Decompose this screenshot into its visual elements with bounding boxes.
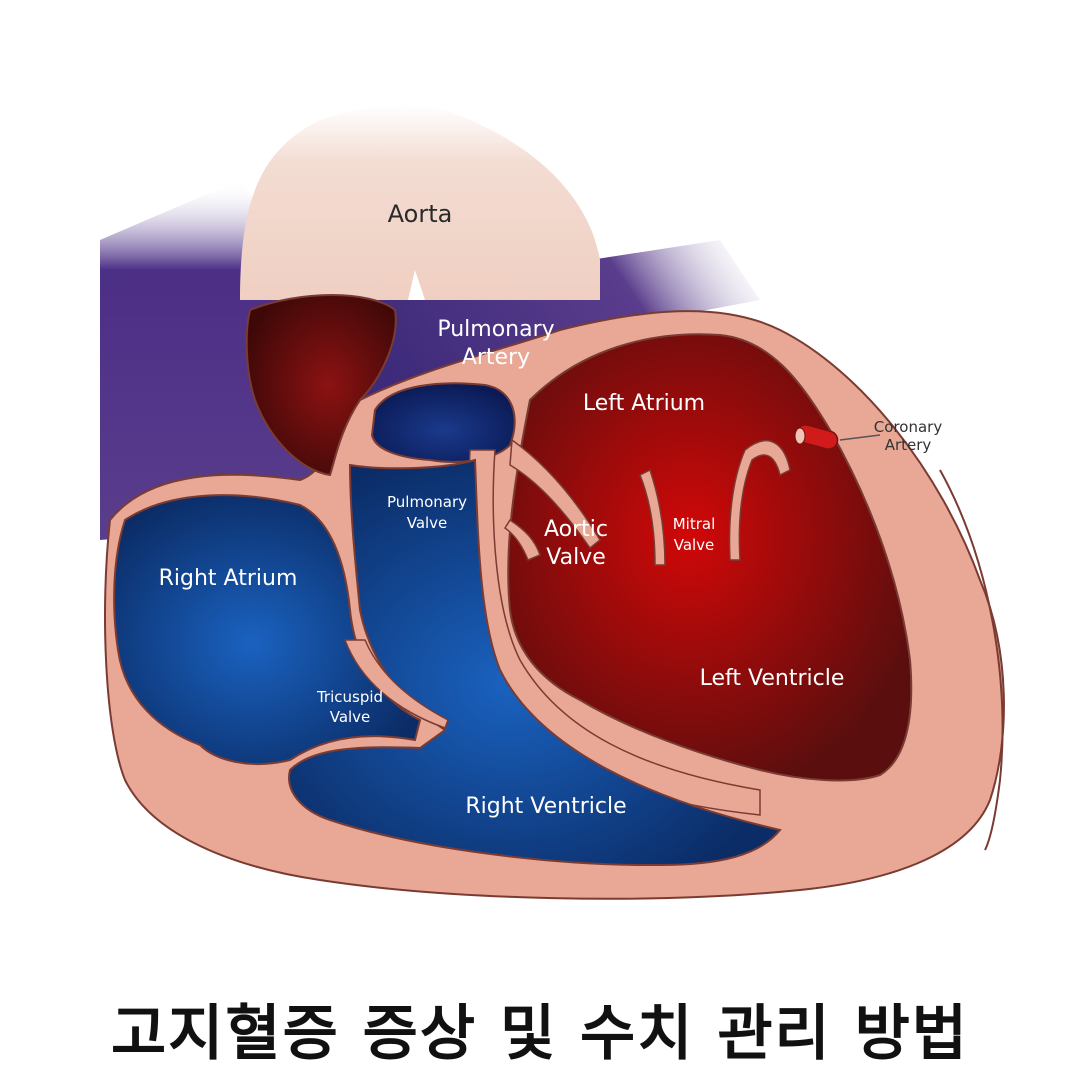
label-coronary-artery-line2: Artery	[885, 436, 932, 454]
label-mitral-valve-line1: Mitral	[673, 515, 716, 533]
mitral-valve-leaflet	[639, 468, 666, 566]
mitral-valve-leaflet-right	[728, 439, 791, 561]
aorta-notch	[408, 270, 425, 300]
aorta	[240, 105, 600, 300]
label-right-atrium: Right Atrium	[159, 566, 298, 591]
label-tricuspid-valve-line1: Tricuspid	[316, 688, 383, 706]
label-left-atrium: Left Atrium	[583, 391, 705, 416]
label-pulmonary-valve-line2: Valve	[407, 514, 448, 532]
label-tricuspid-valve-line2: Valve	[330, 708, 371, 726]
label-aortic-valve-line1: Aortic	[544, 517, 608, 542]
label-pulmonary-artery-line1: Pulmonary	[437, 317, 554, 342]
label-pulmonary-valve-line1: Pulmonary	[387, 493, 467, 511]
right-atrium-chamber	[113, 494, 422, 766]
label-aortic-valve-line2: Valve	[546, 545, 606, 570]
label-coronary-artery-line1: Coronary	[874, 418, 943, 436]
label-pulmonary-artery-line2: Artery	[462, 345, 530, 370]
label-mitral-valve-line2: Valve	[674, 536, 715, 554]
coronary-artery-pointer	[839, 434, 881, 441]
page-title: 고지혈증 증상 및 수치 관리 방법	[110, 999, 970, 1069]
label-aorta: Aorta	[388, 200, 453, 228]
aortic-valve-leaflet-lower	[503, 518, 541, 561]
aortic-root-chamber	[245, 294, 397, 477]
left-atrium-ventricle-chamber	[507, 333, 913, 782]
tricuspid-valve-leaflet	[343, 639, 449, 729]
pulmonary-valve-chamber	[370, 382, 516, 463]
label-left-ventricle: Left Ventricle	[700, 666, 845, 691]
aortic-valve-leaflet	[509, 438, 601, 550]
label-right-ventricle: Right Ventricle	[465, 794, 626, 819]
coronary-artery-vessel	[794, 424, 839, 450]
heart-right-edge	[939, 469, 1004, 851]
